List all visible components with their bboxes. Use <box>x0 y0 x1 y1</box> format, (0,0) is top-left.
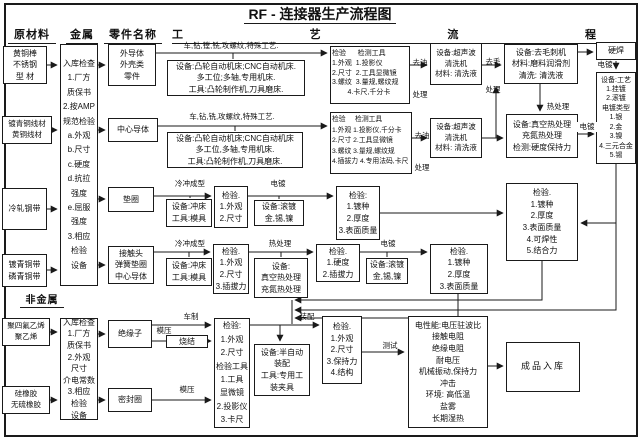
row4-plating-box: 设备:滚镀 金,锡,镍 <box>366 258 408 284</box>
row2-heat-label: 热处理 <box>546 102 570 111</box>
row3-inspection2-box: 检验: 1.镀种 2.厚度 3.表面质量 <box>336 186 380 240</box>
row1-degrease-label: 去油 处理 <box>412 58 428 99</box>
header-process-flow: 工 艺 流 程 <box>172 26 596 44</box>
row3-equipment-box: 设备:冲床 工具:模具 <box>166 199 212 227</box>
process-char: 工 <box>172 29 183 41</box>
sintering-box: 烧结 <box>166 335 208 348</box>
raw-bronze-wire: 镀青铜线材 黄铜线材 <box>2 116 52 144</box>
nonmetal-incoming-check: 入库检查 1.厂方 质保书 2.外观 尺寸 介电常数 3.相应 检验 设备 <box>60 318 98 420</box>
row1-equipment-box: 设备:凸轮自动机床;CNC自动机床. 多工位;多轴,专用机床. 工具:凸轮制作机… <box>167 60 305 96</box>
row3-inspection1-box: 检验. 1.外观 2.尺寸 <box>214 186 248 228</box>
process-char: 程 <box>584 29 596 41</box>
row4-heat-label: 热处理 <box>268 239 292 248</box>
row1-machining-label: 车,钻,镗,铣,攻螺纹,特殊工艺. <box>183 41 279 50</box>
raw-rubber: 硅橡胶 无硫橡胶 <box>2 386 50 414</box>
row2-ultrasonic-box: 设备:超声波 清洗机 材料: 清洗液 <box>430 118 482 158</box>
braze-box: 硬焊 <box>596 42 636 60</box>
row1-deburr-label: 去毛 处理 <box>485 57 501 94</box>
part-seal-ring: 密封圈 <box>108 388 152 412</box>
part-washer: 垫圈 <box>108 187 154 212</box>
row2-inspection-box: 检验 检测工具 1.外观 1.投影仪,千分卡 2.尺寸 2.工具显微镜 3.螺纹… <box>330 112 412 174</box>
final-inspection-box: 检验. 1.外观 2.尺寸 3.保持力 4.结构 <box>322 316 362 384</box>
row4-inspection1-box: 检验. 1.外观 2.尺寸 3.插拔力 <box>213 244 249 294</box>
turning-label: 车制 <box>183 312 199 321</box>
header-nonmetal: 非金属 <box>20 291 64 308</box>
part-contact: 接触头 弹簧垫圈 中心导体 <box>108 246 154 284</box>
row1-ultrasonic-box: 设备:超声波 清洗机 材料: 清洗液 <box>430 43 482 85</box>
row4-heat-box: 设备: 真空热处理 充氮热处理 <box>254 258 308 298</box>
raw-ptfe: 聚四氟乙烯 聚乙烯 <box>2 318 50 346</box>
metal-incoming-check: 入库检查 1.厂方 质保书 2.按AMP 规范检验 a.外观 b.尺寸 c.硬度… <box>60 44 98 286</box>
page-title: RF - 连接器生产流程图 <box>0 4 640 24</box>
process-char: 流 <box>447 29 459 41</box>
finished-goods-box: 成品入库 <box>506 342 580 392</box>
header-raw-materials: 原材料 <box>8 26 56 44</box>
part-outer-conductor: 外导体 外壳类 零件 <box>108 44 156 86</box>
heat-treatment-box: 设备:真空热处理 充氮热处理 检测:硬度保持力 <box>506 114 578 158</box>
plating-inspection-box: 检验. 1.镀种 2.厚度 3.表面质量 4.可焊性 5.结合力 <box>506 183 578 261</box>
row2-machining-label: 车,钻,铣,攻螺纹,特殊工艺. <box>189 112 275 121</box>
test-label: 测试 <box>382 341 398 350</box>
row2-plating-label: 电镀 <box>576 122 598 132</box>
row3-stamping-label: 冷冲成型 <box>175 179 205 188</box>
assembly-label: 装配 <box>299 312 315 321</box>
row1-inspection-box: 检验 检测工具 1.外观 1.投影仪 2.尺寸 2.工具显微镜 3.螺纹 3.量… <box>330 46 410 104</box>
row4-stamping-label: 冷冲成型 <box>175 239 205 248</box>
raw-bronze-strip: 镀青铜带 磷青铜带 <box>2 254 47 287</box>
raw-brass-rod: 黄铜棒 不锈钢 型 材 <box>3 46 47 84</box>
row2-degrease-label: 去油 处理 <box>414 131 430 172</box>
row4-inspection3-box: 检验. 1.镀种 2.厚度 3.表面质量 <box>430 244 488 294</box>
row3-plating-label: 电镀 <box>270 179 286 188</box>
bottom-inspection-box: 检验: 1.外观 2.尺寸 检验工具 1.工具 显微镜 2.投影仪 3.卡尺 <box>214 318 250 428</box>
header-part-names: 零件名称 <box>104 26 162 44</box>
part-center-conductor: 中心导体 <box>108 118 158 142</box>
row1-plating-label: 电镀 <box>597 60 613 69</box>
molding-label-insulator: 模压 <box>152 326 176 336</box>
header-metal: 金属 <box>66 26 98 44</box>
row2-equipment-box: 设备:凸轮自动机床;CNC自动机床 多工位,多轴,专用机床. 工具:凸轮制作机,… <box>167 132 303 168</box>
row3-plating-box: 设备:滚镀 金,锡,镍 <box>254 200 304 226</box>
process-char: 艺 <box>309 29 321 41</box>
molding-label-seal: 模压 <box>179 385 195 394</box>
part-insulator: 绝缘子 <box>108 320 152 348</box>
assembly-box: 设备:半自动 装配 工具:专用工 装夹具 <box>254 344 310 396</box>
raw-steel-strip: 冷轧钢带 <box>2 188 47 230</box>
deburr-box: 设备:去毛刺机 材料:磨料润滑剂 清洗: 清洗液 <box>504 44 578 84</box>
row4-equipment-box: 设备:冲床 工具:模具 <box>166 258 212 286</box>
test-box: 电性能:电压驻波比 接触电阻 绝缘电阻 耐电压 机械振动,保持力 冲击 环境: … <box>408 316 488 428</box>
row4-plating-label: 电镀 <box>380 239 396 248</box>
row4-inspection2-box: 检验. 1.硬度 2.插拔力 <box>316 244 360 282</box>
plating-process-box: 设备:工艺 1.挂镀 2.滚镀 电镀类型 1.银 2.金 3.镍 4.三元合金 … <box>596 72 636 164</box>
